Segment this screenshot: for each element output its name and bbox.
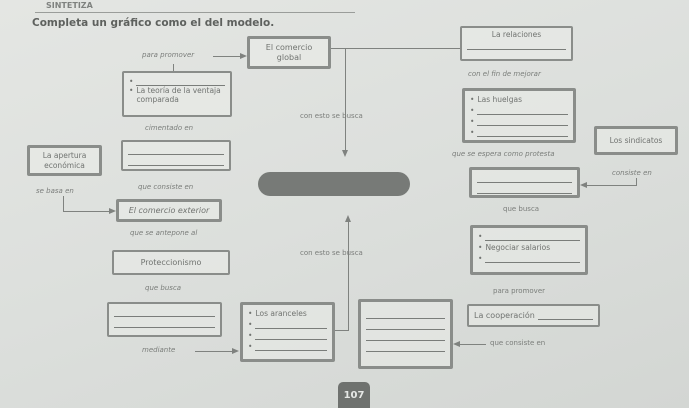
label-cimentado: cimentado en — [145, 124, 194, 132]
blank-field[interactable] — [485, 232, 580, 241]
section-header: SINTETIZA — [46, 1, 93, 10]
label-con-esto-2: con esto se busca — [300, 249, 363, 257]
box-blank-2 — [107, 302, 222, 337]
box-blank-4 — [358, 299, 453, 369]
blank-field[interactable] — [128, 157, 224, 166]
label-que-consiste: que consiste en — [138, 183, 194, 191]
blank-field[interactable] — [114, 319, 215, 328]
blank-field[interactable] — [255, 320, 327, 329]
blank-field[interactable] — [366, 310, 445, 319]
box-blank-3 — [469, 167, 580, 198]
box-huelgas: •Las huelgas • • • — [462, 88, 576, 143]
label-que-busca: que busca — [145, 284, 182, 292]
connector — [213, 56, 240, 57]
arrow-left-icon — [453, 341, 460, 347]
blank-field[interactable] — [537, 311, 593, 320]
label-espera-protesta: que se espera como protesta — [452, 150, 555, 158]
box-aranceles: •Los aranceles • • • — [240, 302, 335, 362]
arrow-right-icon — [109, 208, 116, 214]
arrow-right-icon — [232, 348, 239, 354]
blank-field[interactable] — [485, 254, 580, 263]
connector — [345, 48, 346, 151]
item-negociar: Negociar salarios — [485, 243, 551, 252]
blank-field[interactable] — [366, 321, 445, 330]
arrow-left-icon — [580, 182, 587, 188]
label-con-el-fin: con el fin de mejorar — [468, 70, 541, 78]
page-title: Completa un gráfico como el del modelo. — [32, 17, 275, 29]
box-comercio-global: El comercio global — [247, 36, 331, 69]
connector — [587, 185, 637, 186]
blank-field[interactable] — [255, 331, 327, 340]
label-se-basa: se basa en — [36, 187, 74, 195]
item-huelgas: Las huelgas — [477, 95, 522, 104]
connector — [331, 48, 461, 49]
blank-field[interactable] — [477, 185, 572, 194]
label-mediante: mediante — [142, 346, 176, 354]
blank-field[interactable] — [128, 146, 224, 155]
cooperacion-text: La cooperación — [474, 311, 535, 320]
blank-field[interactable] — [114, 308, 215, 317]
arrow-down-icon — [342, 150, 348, 157]
label-con-esto: con esto se busca — [300, 112, 363, 120]
label-que-busca-right: que busca — [503, 205, 540, 213]
box-proteccionismo: Proteccionismo — [112, 250, 230, 275]
arrow-up-icon — [345, 215, 351, 222]
blank-field[interactable] — [255, 342, 327, 351]
box-fundamentos: • •La teoría de la ventaja comparada — [122, 71, 232, 117]
box-sindicatos: Los sindicatos — [594, 126, 678, 155]
central-pill — [258, 172, 410, 196]
label-antepone: que se antepone al — [130, 229, 198, 237]
blank-field[interactable] — [477, 106, 568, 115]
blank-field[interactable] — [366, 332, 445, 341]
header-rule — [35, 12, 355, 13]
connector — [460, 344, 486, 345]
connector — [195, 351, 233, 352]
box-apertura: La apertura económica — [27, 145, 102, 176]
blank-field[interactable] — [477, 117, 568, 126]
box-cooperacion: La cooperación — [467, 304, 600, 327]
connector — [63, 211, 110, 212]
blank-field[interactable] — [477, 174, 572, 183]
connector — [335, 330, 349, 331]
page-number: 107 — [338, 382, 370, 408]
item-teoria: La teoría de la ventaja comparada — [136, 86, 221, 104]
item-aranceles: Los aranceles — [255, 309, 307, 318]
blank-field[interactable] — [477, 128, 568, 137]
relaciones-text: La relaciones — [491, 30, 542, 39]
label-para-promover: para promover — [142, 51, 195, 59]
box-blank-1 — [121, 140, 231, 171]
box-relaciones: La relaciones — [460, 26, 573, 61]
label-para-promover-2: para promover — [493, 287, 546, 295]
blank-field[interactable] — [366, 343, 445, 352]
connector — [63, 196, 64, 212]
arrow-right-icon — [240, 53, 247, 59]
label-que-consiste-right: que consiste en — [490, 339, 546, 347]
connector — [173, 64, 174, 72]
box-comercio-exterior: El comercio exterior — [116, 199, 222, 222]
label-consiste-en: consiste en — [612, 169, 652, 177]
blank-field[interactable] — [467, 41, 566, 50]
connector — [348, 222, 349, 330]
connector — [636, 178, 637, 186]
box-negociar: • •Negociar salarios • — [470, 225, 588, 275]
blank-field[interactable] — [136, 77, 225, 86]
